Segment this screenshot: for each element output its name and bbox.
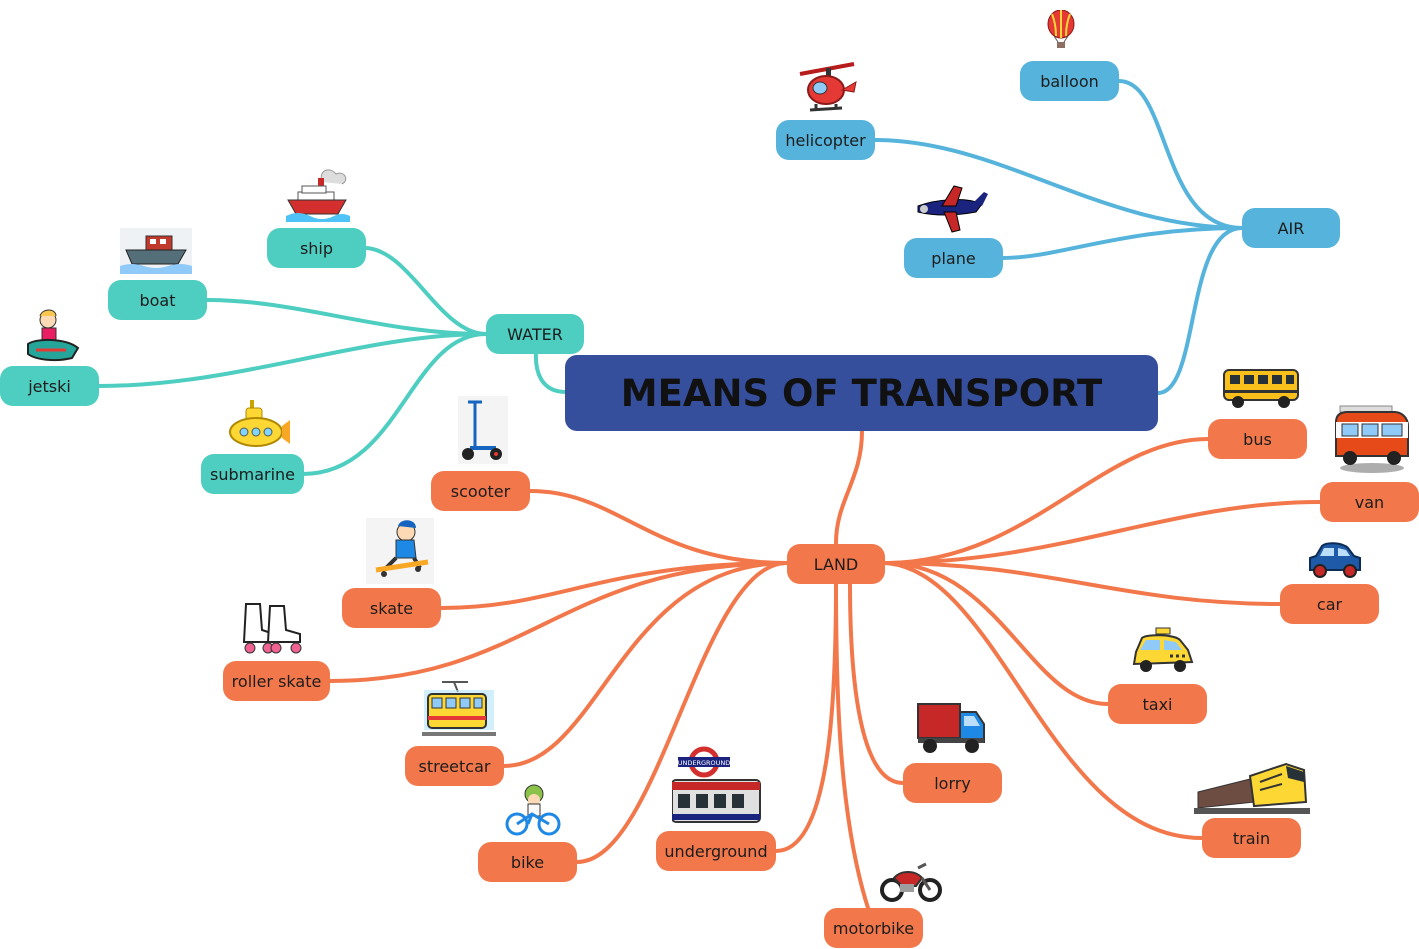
helicopter-icon <box>799 62 857 112</box>
submarine-icon <box>229 400 290 447</box>
node-streetcar[interactable]: streetcar <box>405 746 504 786</box>
node-bus[interactable]: bus <box>1208 419 1307 459</box>
central-topic[interactable]: MEANS OF TRANSPORT <box>565 355 1158 431</box>
taxi-icon <box>1132 627 1194 672</box>
node-train[interactable]: train <box>1202 818 1301 858</box>
roller-skate-icon <box>242 603 302 654</box>
node-ship[interactable]: ship <box>267 228 366 268</box>
node-van[interactable]: van <box>1320 482 1419 522</box>
car-icon <box>1309 542 1361 578</box>
boat-icon <box>120 228 192 274</box>
node-lorry[interactable]: lorry <box>903 763 1002 803</box>
underground-sign-text: UNDERGROUND <box>678 759 731 767</box>
node-motorbike[interactable]: motorbike <box>824 908 923 948</box>
bike-icon <box>505 784 561 836</box>
node-car[interactable]: car <box>1280 584 1379 624</box>
air-connectors <box>873 79 1244 395</box>
land-connectors <box>328 429 1322 910</box>
water-connectors <box>97 246 568 476</box>
node-balloon[interactable]: balloon <box>1020 61 1119 101</box>
node-helicopter[interactable]: helicopter <box>776 120 875 160</box>
skate-icon <box>366 518 434 584</box>
node-taxi[interactable]: taxi <box>1108 684 1207 724</box>
node-skate[interactable]: skate <box>342 588 441 628</box>
branch-air[interactable]: AIR <box>1242 208 1340 248</box>
branch-land[interactable]: LAND <box>787 544 885 584</box>
plane-icon <box>917 185 988 233</box>
node-underground[interactable]: underground <box>656 831 776 871</box>
van-icon <box>1335 405 1409 473</box>
node-scooter[interactable]: scooter <box>431 471 530 511</box>
branch-water[interactable]: WATER <box>486 314 584 354</box>
lorry-icon <box>917 703 985 753</box>
train-icon <box>1194 762 1310 814</box>
jetski-icon <box>27 309 80 362</box>
node-bike[interactable]: bike <box>478 842 577 882</box>
node-submarine[interactable]: submarine <box>201 454 304 494</box>
node-roller-skate[interactable]: roller skate <box>223 661 330 701</box>
ship-icon <box>286 169 350 222</box>
node-jetski[interactable]: jetski <box>0 366 99 406</box>
node-plane[interactable]: plane <box>904 238 1003 278</box>
balloon-icon <box>1047 10 1075 48</box>
bus-icon <box>1223 369 1299 408</box>
node-boat[interactable]: boat <box>108 280 207 320</box>
streetcar-icon <box>422 681 496 736</box>
motorbike-icon <box>880 862 942 902</box>
scooter-icon <box>458 396 508 464</box>
underground-icon: UNDERGROUND <box>672 746 761 823</box>
